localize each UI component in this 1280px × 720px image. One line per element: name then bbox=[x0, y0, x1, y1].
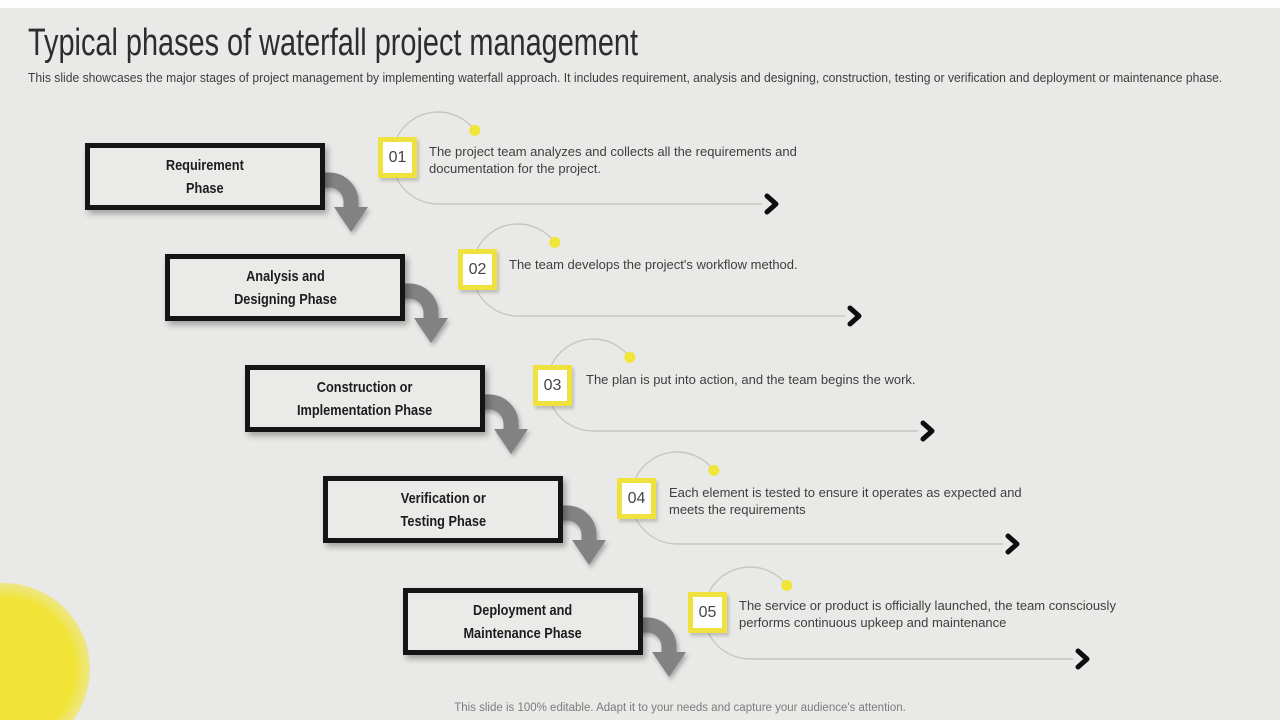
phase-box-label: Verification or Testing Phase bbox=[400, 489, 486, 530]
phase-box-analysis-designing: Analysis and Designing Phase bbox=[165, 254, 405, 321]
phase-number-badge-05: 05 bbox=[688, 592, 727, 633]
yellow-dot-icon bbox=[708, 464, 720, 476]
chevron-right-icon bbox=[764, 193, 779, 215]
top-margin-strip bbox=[0, 0, 1280, 8]
phase-box-label: Construction or Implementation Phase bbox=[297, 378, 433, 419]
yellow-dot-icon bbox=[781, 579, 793, 591]
step-down-arrow-3 bbox=[477, 394, 528, 454]
chevron-right-icon bbox=[1005, 533, 1020, 555]
flow-connector-3 bbox=[546, 338, 935, 442]
phase-box-label: Analysis and Designing Phase bbox=[233, 267, 337, 308]
phase-box-label: Requirement Phase bbox=[166, 156, 244, 197]
chevron-right-icon bbox=[920, 420, 935, 442]
yellow-dot-icon bbox=[624, 351, 636, 363]
phase-number-badge-02: 02 bbox=[458, 249, 497, 290]
phase-description-3: The plan is put into action, and the tea… bbox=[586, 372, 916, 387]
step-down-arrow-5 bbox=[635, 617, 686, 677]
phase-box-verification-testing: Verification or Testing Phase bbox=[323, 476, 563, 543]
phase-description-1: The project team analyzes and collects a… bbox=[429, 144, 797, 176]
step-down-arrow-1 bbox=[317, 172, 368, 232]
phase-box-requirement: Requirement Phase bbox=[85, 143, 325, 210]
page-title: Typical phases of waterfall project mana… bbox=[28, 22, 639, 64]
phase-description-5: The service or product is officially lau… bbox=[739, 598, 1116, 630]
step-down-arrow-4 bbox=[555, 505, 606, 565]
phase-number-badge-03: 03 bbox=[533, 365, 572, 406]
chevron-right-icon bbox=[1075, 648, 1090, 670]
phase-box-deployment-maintenance: Deployment and Maintenance Phase bbox=[403, 588, 643, 655]
phase-box-construction-implementation: Construction or Implementation Phase bbox=[245, 365, 485, 432]
phase-box-label: Deployment and Maintenance Phase bbox=[463, 601, 583, 642]
step-down-arrow-2 bbox=[397, 283, 448, 343]
yellow-dot-icon bbox=[549, 236, 561, 248]
phase-number-badge-01: 01 bbox=[378, 137, 417, 178]
footer-note: This slide is 100% editable. Adapt it to… bbox=[454, 702, 906, 714]
phase-description-4: Each element is tested to ensure it oper… bbox=[669, 485, 1022, 517]
phase-description-2: The team develops the project's workflow… bbox=[509, 257, 798, 272]
phase-number-badge-04: 04 bbox=[617, 478, 656, 519]
yellow-dot-icon bbox=[469, 124, 481, 136]
flow-connector-2 bbox=[471, 223, 862, 327]
chevron-right-icon bbox=[847, 305, 862, 327]
slide-subtitle: This slide showcases the major stages of… bbox=[28, 71, 1223, 85]
